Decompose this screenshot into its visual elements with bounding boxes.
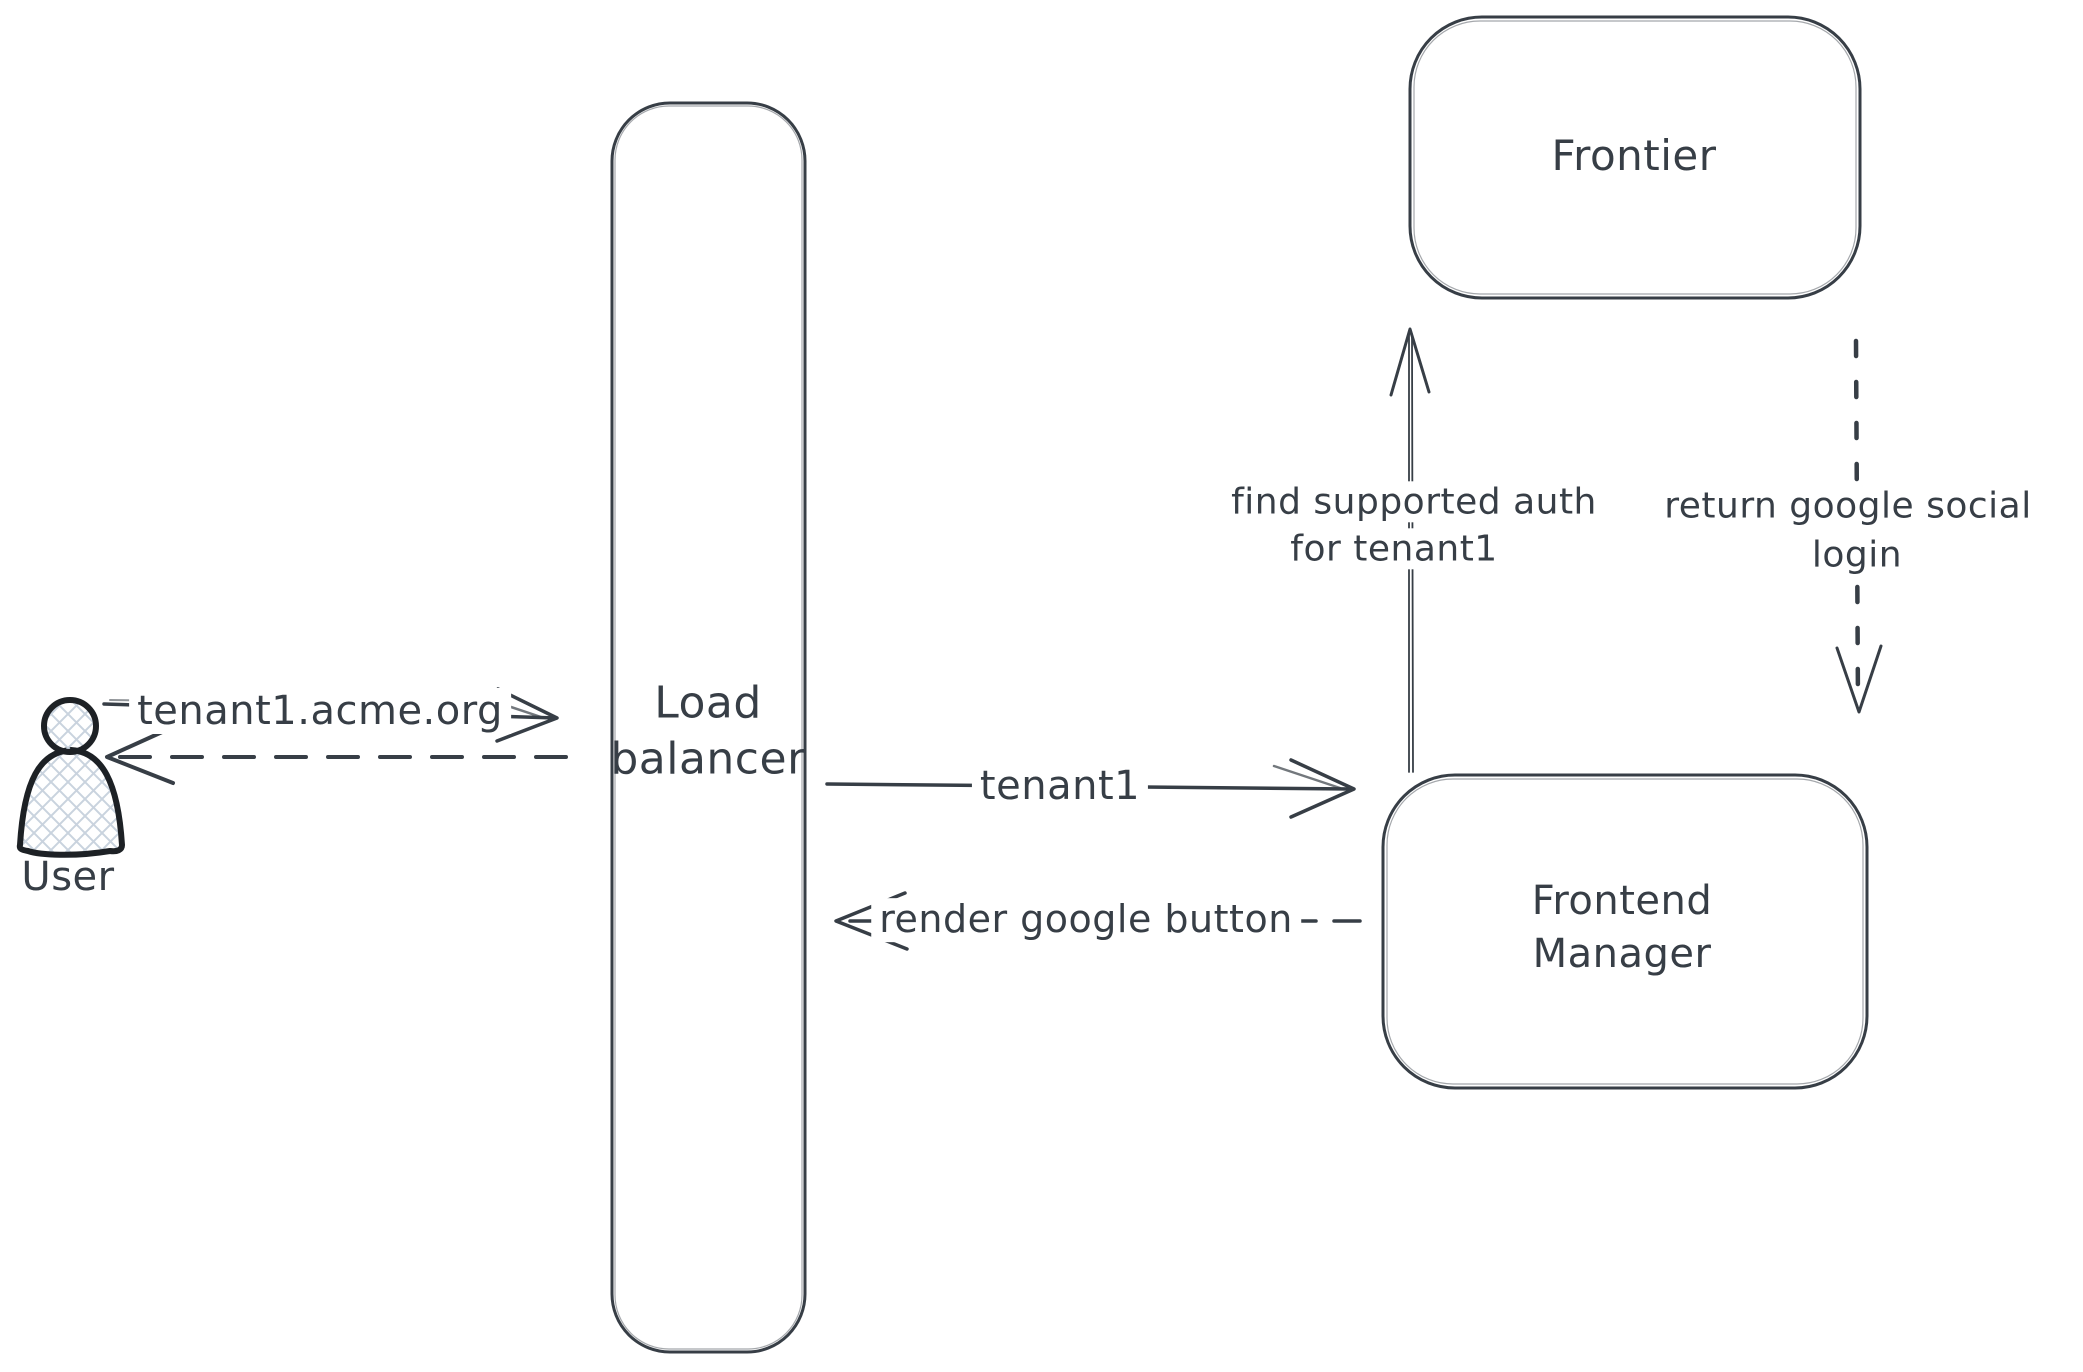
load-balancer-node	[610, 101, 807, 1354]
edge-label-return-login-line1: return google social	[1656, 485, 2040, 527]
edge-label-find-auth-line1: find supported auth	[1223, 481, 1605, 523]
frontend-manager-label-line2: Manager	[1532, 931, 1712, 977]
frontend-manager-node	[1381, 773, 1869, 1090]
user-body-shape	[16, 747, 125, 858]
edge-label-user-request: tenant1.acme.org	[129, 688, 511, 734]
frontier-node	[1408, 15, 1862, 300]
arrow-frontier-to-frontend-manager	[1835, 338, 1883, 714]
edge-label-find-auth-line2: for tenant1	[1282, 528, 1506, 570]
edge-label-render-button: render google button	[871, 897, 1301, 942]
edge-label-tenant-route: tenant1	[971, 763, 1149, 809]
user-label: User	[21, 854, 115, 900]
frontier-label: Frontier	[1543, 131, 1725, 181]
user-head-shape	[41, 697, 99, 755]
user-person-icon	[16, 697, 125, 858]
load-balancer-label-line1: Load	[654, 677, 762, 729]
load-balancer-label-line2: balancer	[610, 733, 806, 785]
frontend-manager-label-line1: Frontend	[1531, 878, 1713, 924]
edge-label-return-login-line2: login	[1803, 534, 1911, 576]
arrow-load-balancer-to-user	[105, 726, 568, 785]
